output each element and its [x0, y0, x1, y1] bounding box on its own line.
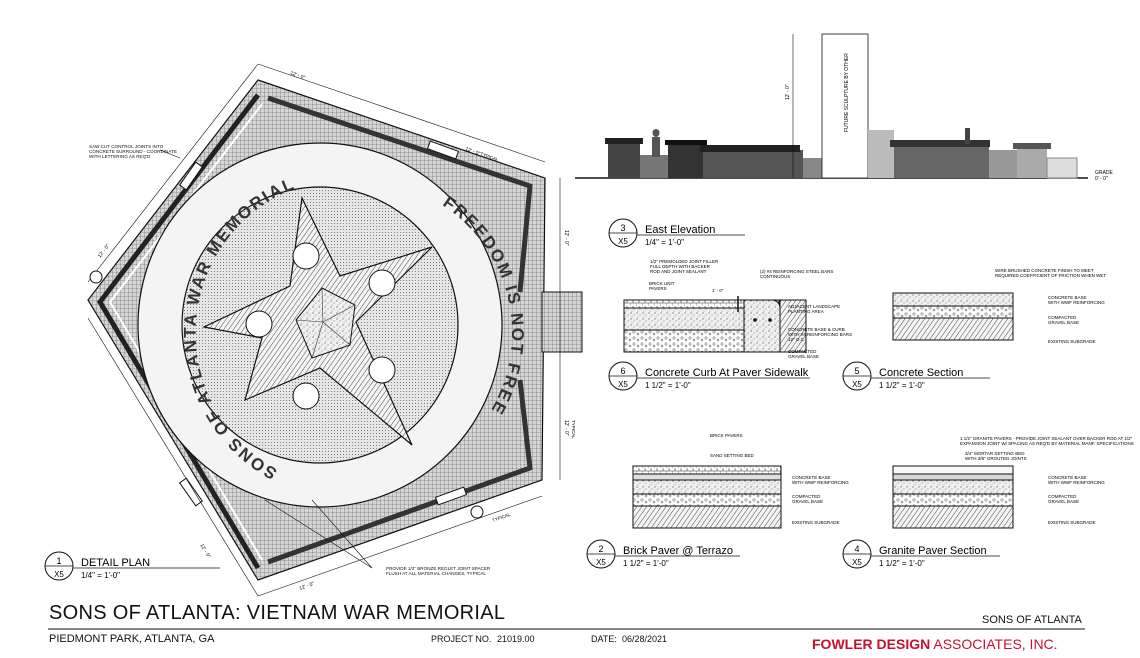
plan-wall-top	[267, 95, 533, 293]
svg-text:X5: X5	[618, 237, 628, 246]
svg-text:1 1/2" = 1'-0": 1 1/2" = 1'-0"	[879, 381, 925, 390]
sculpture-label: FUTURE SCULPTURE BY OTHER	[844, 53, 850, 132]
svg-text:4: 4	[854, 544, 859, 554]
svg-text:1: 1	[56, 556, 61, 566]
svg-text:2: 2	[598, 544, 603, 554]
date-label: DATE:	[591, 634, 617, 644]
planter-circle	[292, 382, 320, 410]
planter-circle	[368, 356, 396, 384]
svg-text:X5: X5	[852, 558, 862, 567]
svg-text:X5: X5	[852, 380, 862, 389]
star-center-pentagon	[295, 287, 356, 359]
plan-wall-left	[96, 93, 261, 570]
east-elevation: FUTURE SCULPTURE BY OTHER 12' - 0" GRADE…	[575, 33, 1113, 248]
callout-detail-plan: 1 X5 DETAIL PLAN 1/4" = 1'-0"	[44, 551, 220, 581]
svg-text:Brick Paver @ Terrazo: Brick Paver @ Terrazo	[623, 545, 733, 557]
plan-dimension: 12' - 0"	[563, 230, 569, 246]
plan-dimension: 12' - 0"	[464, 146, 481, 157]
svg-text:East Elevation: East Elevation	[645, 224, 715, 236]
svg-text:Concrete Section: Concrete Section	[879, 367, 963, 379]
svg-text:12' - 0": 12' - 0"	[785, 84, 791, 100]
svg-text:1 1/2" GRANITE PAVERS - PROVID: 1 1/2" GRANITE PAVERS - PROVIDE JOINT SE…	[960, 436, 1135, 525]
svg-text:X5: X5	[54, 570, 64, 579]
planter-circle	[245, 310, 273, 338]
callout-granite-paver: 4 X5 Granite Paver Section 1 1/2" = 1'-0…	[842, 539, 1000, 569]
firm-name: FOWLER DESIGN ASSOCIATES, INC.	[812, 636, 1058, 652]
svg-text:Granite Paver Section: Granite Paver Section	[879, 545, 987, 557]
plan-east-walk	[541, 291, 583, 353]
detail-brick-paver: BRICK PAVERS SAND SETTING BED CONCRETE B…	[586, 433, 850, 569]
svg-text:0' - 0": 0' - 0"	[1095, 176, 1108, 182]
svg-text:1 1/2" = 1'-0": 1 1/2" = 1'-0"	[879, 559, 925, 568]
note-control-joints: SAW CUT CONTROL JOINTS INTO CONCRETE SUR…	[89, 144, 178, 159]
svg-text:1/2" PREMOLDED JOINT FILLER: 1/2" PREMOLDED JOINT FILLER FULL DEPTH W…	[649, 259, 853, 359]
svg-text:GRADE: GRADE	[1095, 170, 1113, 176]
plan-dimension: TYPICAL	[571, 420, 576, 439]
callout-concrete-curb: 6 X5 Concrete Curb At Paver Sidewalk 1 1…	[608, 361, 810, 391]
bench	[178, 161, 204, 191]
firm-name-rest: ASSOCIATES, INC.	[930, 636, 1058, 652]
svg-text:X5: X5	[618, 380, 628, 389]
planter-circle	[368, 269, 396, 297]
bench	[434, 486, 468, 506]
plan-dimension: 12' - 0"	[563, 420, 569, 436]
svg-text:Concrete Curb At Paver Sidewal: Concrete Curb At Paver Sidewalk	[645, 367, 809, 379]
sheet-location: PIEDMONT PARK, ATLANTA, GA	[49, 633, 215, 645]
plan-dimension: 12' - 0"	[97, 243, 111, 259]
plan-dimension: TYPICAL	[480, 151, 500, 162]
plan-wall-left-inner	[108, 103, 263, 561]
detail-plan: SONS OF ATLANTA WAR MEMORIAL FREEDOM IS …	[44, 63, 583, 597]
plan-section-marker	[89, 270, 103, 284]
project-number-label: PROJECT NO.	[431, 634, 492, 644]
plan-dimension: 12' - 0"	[198, 543, 211, 560]
svg-text:1 1/2" = 1'-0": 1 1/2" = 1'-0"	[623, 559, 669, 568]
callout-east-elevation: 3 X5 East Elevation 1/4" = 1'-0"	[608, 218, 745, 248]
bench	[178, 477, 204, 507]
sheet-title: SONS OF ATLANTA: VIETNAM WAR MEMORIAL	[49, 602, 506, 624]
detail-concrete-curb: 1/2" PREMOLDED JOINT FILLER FULL DEPTH W…	[608, 259, 853, 391]
sheet-client: SONS OF ATLANTA	[982, 614, 1082, 626]
plan-dimension: TYPICAL	[492, 512, 512, 523]
callout-brick-paver: 2 X5 Brick Paver @ Terrazo 1 1/2" = 1'-0…	[586, 539, 740, 569]
plan-section-marker	[470, 505, 484, 519]
svg-text:DETAIL PLAN: DETAIL PLAN	[81, 557, 150, 569]
svg-text:3: 3	[620, 223, 625, 233]
plan-dimension: 12' - 0"	[289, 70, 306, 81]
note-bronze-reglet: PROVIDE 1/2" BRONZE REGLET JOINT SPACER …	[386, 566, 492, 576]
detail-granite-paver: 1 1/2" GRANITE PAVERS - PROVIDE JOINT SE…	[842, 436, 1135, 569]
svg-text:6: 6	[620, 366, 625, 376]
svg-text:X5: X5	[596, 558, 606, 567]
svg-text:5: 5	[854, 366, 859, 376]
sheet-date: 06/28/2021	[622, 634, 668, 644]
bench	[426, 140, 460, 160]
callout-concrete-section: 5 X5 Concrete Section 1 1/2" = 1'-0"	[842, 361, 990, 391]
planter-circle	[292, 242, 320, 270]
firm-name-bold: FOWLER DESIGN	[812, 636, 931, 652]
svg-text:1/4" = 1'-0": 1/4" = 1'-0"	[81, 571, 120, 580]
svg-text:1 1/2" = 1'-0": 1 1/2" = 1'-0"	[645, 381, 691, 390]
plan-dimension: 12' - 0"	[299, 581, 316, 592]
plan-wall-bottom	[267, 379, 533, 565]
svg-text:BRICK PAVERS SAND SETTIN: BRICK PAVERS SAND SETTING BED CONCRETE B…	[710, 433, 850, 525]
detail-concrete-section: WIRE BRUSHED CONCRETE FINISH TO MEET REQ…	[842, 268, 1107, 391]
sculpture-placeholder	[821, 33, 869, 179]
project-number: 21019.00	[497, 634, 535, 644]
svg-text:WIRE BRUSHED CONCRETE FINISH T: WIRE BRUSHED CONCRETE FINISH TO MEET REQ…	[995, 268, 1107, 344]
svg-text:1/4" = 1'-0": 1/4" = 1'-0"	[645, 238, 684, 247]
